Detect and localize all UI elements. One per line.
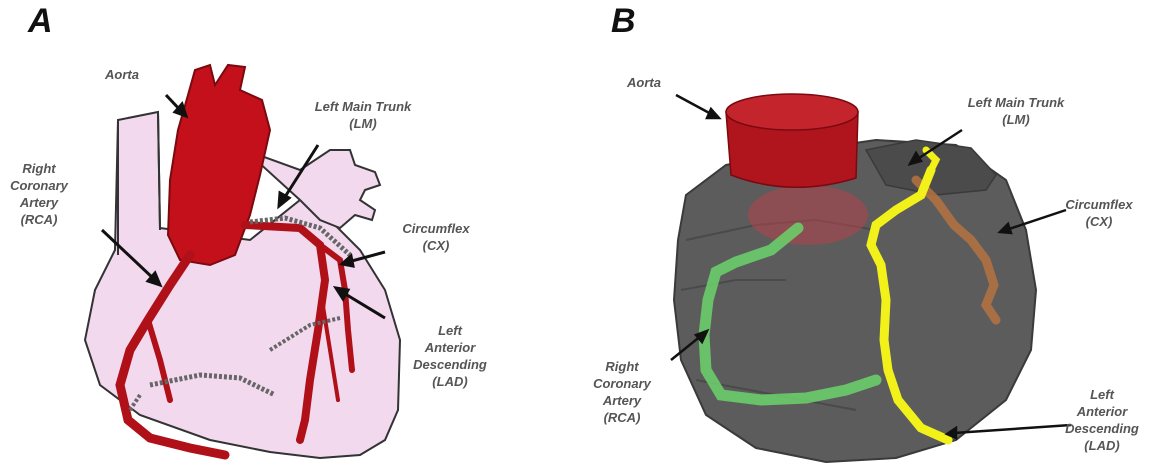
label-rca-b: Right Coronary Artery (RCA) xyxy=(586,358,658,426)
arrow-aorta-b xyxy=(676,95,713,115)
panel-a-illustration: A Aorta Left Main Trunk (LM) Right Coron… xyxy=(0,0,576,470)
label-cx-b: Circumflex (CX) xyxy=(1054,196,1144,230)
panel-b-3d-model: B Aorta Left Main Trunk (LM) Circumflex … xyxy=(576,0,1153,470)
label-rca-a: Right Coronary Artery (RCA) xyxy=(4,160,74,228)
label-aorta-b: Aorta xyxy=(614,74,674,91)
label-cx-a: Circumflex (CX) xyxy=(396,220,476,254)
label-aorta-a: Aorta xyxy=(92,66,152,83)
label-lm-a: Left Main Trunk (LM) xyxy=(308,98,418,132)
label-lad-a: Left Anterior Descending (LAD) xyxy=(405,322,495,390)
label-lad-b: Left Anterior Descending (LAD) xyxy=(1056,386,1148,454)
heart-illustration xyxy=(0,0,576,470)
label-lm-b: Left Main Trunk (LM) xyxy=(956,94,1076,128)
panel-letter-b: B xyxy=(611,2,636,41)
panel-letter-a: A xyxy=(28,2,53,41)
